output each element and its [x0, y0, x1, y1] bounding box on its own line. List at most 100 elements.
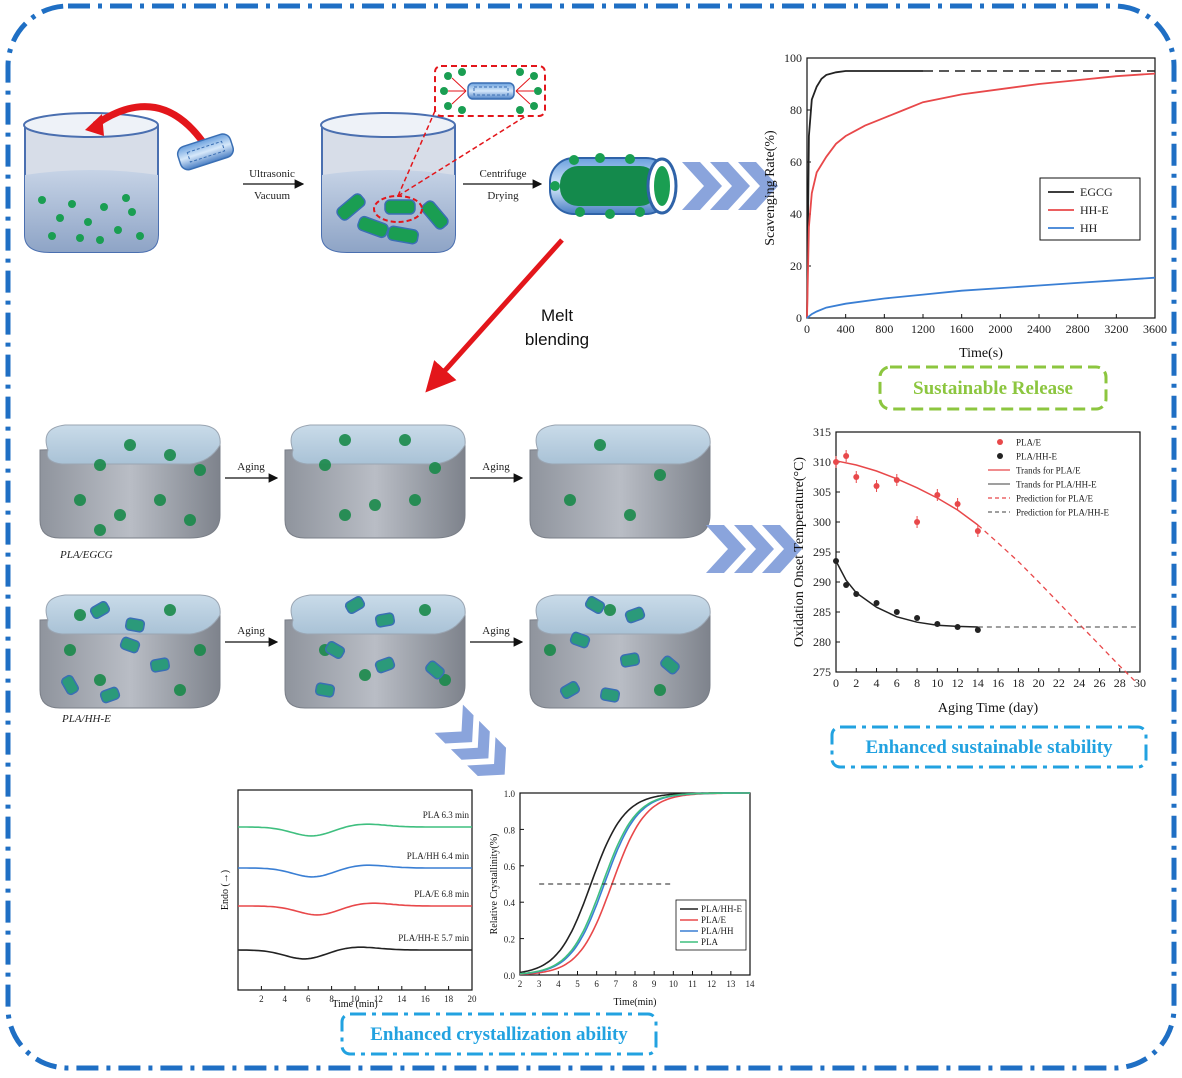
additive-dot: [429, 462, 441, 474]
x-tick-label: 3600: [1143, 322, 1167, 336]
y-tick-label: 315: [813, 425, 831, 439]
series-line-hh-e: [806, 72, 1156, 319]
legend-marker: [997, 453, 1003, 459]
x-tick-label: 2: [853, 676, 859, 690]
centrifuge-label: Centrifuge: [479, 168, 526, 180]
x-tick-label: 4: [556, 979, 561, 989]
additive-dot: [399, 434, 411, 446]
additive-dot: [339, 434, 351, 446]
additive-dot: [94, 524, 106, 536]
x-tick-label: 3: [537, 979, 542, 989]
additive-dot: [439, 674, 451, 686]
vacuum-label: Vacuum: [254, 190, 290, 202]
block-side: [39, 444, 221, 539]
y-tick-label: 0.6: [504, 862, 516, 872]
composite-block: [39, 594, 221, 709]
data-point-pla-e: [974, 528, 981, 534]
y-axis-label: Oxidation Onset Temperature(°C): [792, 457, 807, 648]
banner-enhanced-crystallization: Enhanced crystallization ability: [340, 1012, 658, 1056]
plot-frame: [835, 431, 1141, 673]
halloysite-tube: [619, 652, 641, 668]
y-tick-label: 280: [813, 635, 831, 649]
y-tick-label: 40: [790, 207, 802, 221]
x-tick-label: 20: [468, 994, 478, 1004]
x-axis-label: Time (min): [332, 999, 377, 1010]
additive-dot: [174, 684, 186, 696]
x-tick-label: 24: [1073, 676, 1085, 690]
chevron-arrow-icon: [706, 525, 802, 573]
data-point-pla-e: [853, 474, 860, 480]
x-axis-label: Time(s): [959, 346, 1003, 361]
composite-block: [529, 424, 711, 539]
aging-label: Aging: [482, 625, 510, 637]
block-side: [529, 444, 711, 539]
series-line-egcg: [806, 70, 923, 319]
data-point-pla-hh-e: [954, 624, 961, 630]
legend-label: EGCG: [1080, 185, 1113, 199]
plot-frame: [237, 789, 473, 991]
halloysite-tube: [569, 631, 591, 649]
additive-dot: [194, 644, 206, 656]
composite-block: [39, 424, 221, 539]
additive-dot: [564, 494, 576, 506]
y-tick-label: 0.2: [504, 935, 515, 945]
series-line-hh: [806, 276, 1156, 319]
y-tick-label: 295: [813, 545, 831, 559]
x-tick-label: 8: [633, 979, 638, 989]
legend-label: PLA/HH: [701, 926, 734, 936]
x-tick-label: 1200: [911, 322, 935, 336]
curve-annotation: PLA/E 6.8 min: [414, 889, 469, 899]
legend-label: HH-E: [1080, 203, 1109, 217]
ultrasonic-label: Ultrasonic: [249, 168, 295, 180]
x-tick-label: 12: [952, 676, 964, 690]
additive-dot: [164, 604, 176, 616]
y-tick-label: 305: [813, 485, 831, 499]
x-tick-label: 2000: [988, 322, 1012, 336]
y-tick-label: 290: [813, 575, 831, 589]
additive-dot: [124, 439, 136, 451]
y-tick-label: 1.0: [504, 789, 516, 799]
y-tick-label: 310: [813, 455, 831, 469]
y-axis-label: Scavenging Rate(%): [763, 130, 778, 246]
data-point-pla-e: [934, 492, 941, 498]
x-tick-label: 8: [329, 994, 334, 1004]
aging-label: Aging: [237, 625, 265, 637]
dsc-curve: [238, 823, 472, 837]
y-axis-label: Endo (→): [220, 870, 231, 910]
data-point-pla-hh-e: [873, 600, 880, 606]
halloysite-tube: [89, 601, 111, 619]
legend-marker: [997, 439, 1003, 445]
x-tick-label: 2: [259, 994, 264, 1004]
x-tick-label: 14: [972, 676, 984, 690]
banner-enhanced-stability: Enhanced sustainable stability: [830, 725, 1148, 769]
dsc-curve: [237, 946, 472, 960]
additive-dot: [654, 684, 666, 696]
drying-label: Drying: [487, 190, 519, 202]
additive-dot: [319, 459, 331, 471]
x-tick-label: 14: [746, 979, 756, 989]
data-point-pla-hh-e: [934, 621, 941, 627]
x-tick-label: 22: [1053, 676, 1065, 690]
y-tick-label: 60: [790, 155, 802, 169]
additive-dot: [74, 494, 86, 506]
halloysite-tube: [599, 687, 621, 703]
data-point-pla-hh-e: [833, 558, 839, 564]
data-point-pla-hh-e: [853, 591, 860, 597]
x-tick-label: 6: [894, 676, 900, 690]
block-side: [39, 614, 221, 709]
x-tick-label: 10: [669, 979, 679, 989]
block-top: [45, 594, 221, 635]
data-point-pla-hh-e: [974, 627, 981, 633]
x-tick-label: 14: [397, 994, 407, 1004]
x-tick-label: 400: [837, 322, 855, 336]
additive-dot: [624, 509, 636, 521]
halloysite-tube: [149, 657, 171, 673]
halloysite-tube: [559, 681, 581, 699]
prediction-line-pla-e: [977, 524, 1136, 682]
x-tick-label: 11: [688, 979, 697, 989]
blending-label: blending: [525, 330, 589, 349]
halloysite-tube: [314, 682, 336, 698]
y-tick-label: 100: [784, 51, 802, 65]
composite-block: [284, 424, 466, 539]
